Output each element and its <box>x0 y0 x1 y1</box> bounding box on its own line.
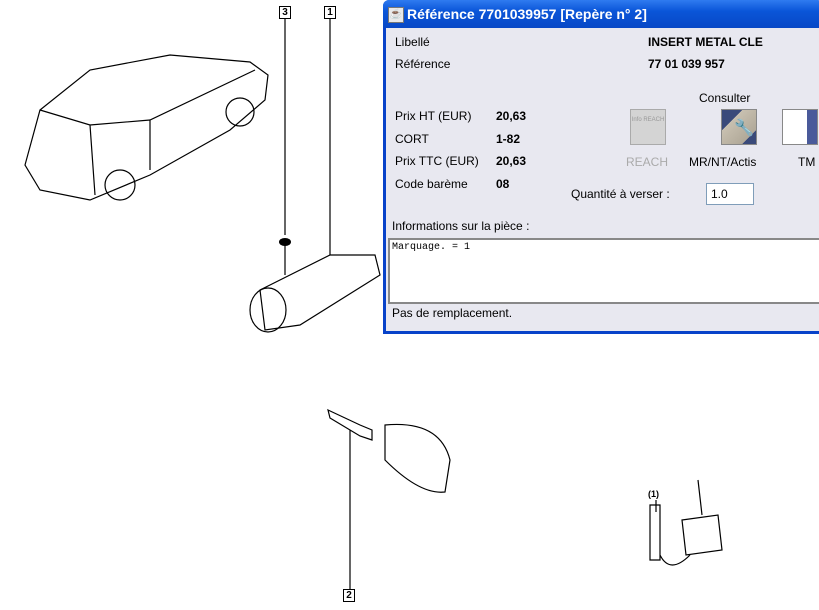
code-bareme-label: Code barème <box>395 177 468 191</box>
title-bar[interactable]: ☕ Référence 7701039957 [Repère n° 2] <box>383 0 819 28</box>
cort-label: CORT <box>395 132 429 146</box>
prix-ht-value: 20,63 <box>496 109 527 123</box>
callout-3: 3 <box>279 6 291 19</box>
status-text: Pas de remplacement. <box>392 306 513 320</box>
reference-dialog: ☕ Référence 7701039957 [Repère n° 2] Lib… <box>383 0 819 334</box>
reference-label: Référence <box>395 57 451 71</box>
callout-2: 2 <box>343 589 355 602</box>
info-textarea[interactable]: Marquage. = 1 <box>388 238 819 304</box>
libelle-label: Libellé <box>395 35 430 49</box>
car-drawing <box>24 54 269 201</box>
prix-ttc-label: Prix TTC (EUR) <box>395 154 479 168</box>
tm-label: TM <box>798 155 816 169</box>
dialog-body: Libellé INSERT METAL CLE Référence 77 01… <box>386 28 819 331</box>
prix-ht-label: Prix HT (EUR) <box>395 109 472 123</box>
reach-button[interactable]: Info REACH <box>630 109 666 145</box>
code-bareme-value: 08 <box>496 177 510 191</box>
consulter-label: Consulter <box>699 91 751 105</box>
quantity-label: Quantité à verser : <box>571 187 670 201</box>
callout-1: 1 <box>324 6 336 19</box>
info-label: Informations sur la pièce : <box>392 219 530 233</box>
lock-cylinder-drawing <box>259 254 381 331</box>
key-tag-drawing <box>649 479 723 566</box>
libelle-value: INSERT METAL CLE <box>648 35 763 49</box>
window-title: Référence 7701039957 [Repère n° 2] <box>407 6 647 22</box>
tm-button[interactable] <box>782 109 818 145</box>
reach-label: REACH <box>626 155 669 169</box>
mr-nt-actis-button[interactable]: 🔧 <box>721 109 757 145</box>
wrench-icon: 🔧 <box>734 120 754 137</box>
cort-value: 1-82 <box>496 132 521 146</box>
mr-nt-actis-label: MR/NT/Actis <box>689 155 757 169</box>
prix-ttc-value: 20,63 <box>496 154 527 168</box>
callout-note-1: (1) <box>648 489 659 499</box>
key-drawing <box>327 408 451 590</box>
reach-icon-text: Info REACH <box>631 117 665 123</box>
quantity-input[interactable]: 1.0 <box>706 183 754 205</box>
java-icon: ☕ <box>388 7 404 23</box>
reference-value: 77 01 039 957 <box>648 57 725 71</box>
